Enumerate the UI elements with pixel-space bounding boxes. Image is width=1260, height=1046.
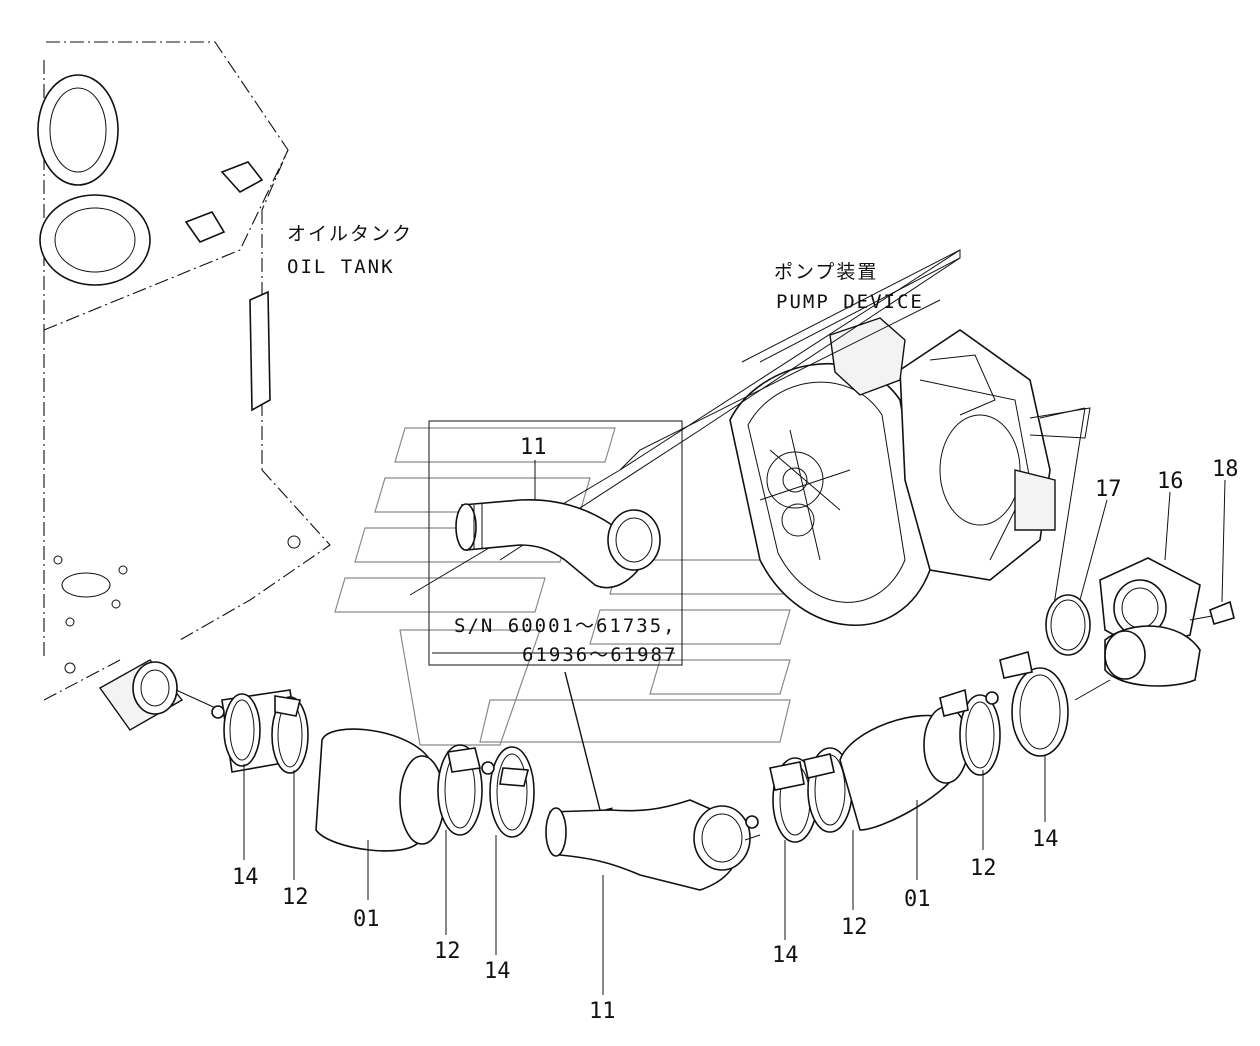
callout-12-center-left: 12 [434,939,461,964]
callout-14-left: 14 [232,865,259,890]
callout-14-center-left: 14 [484,959,511,984]
callout-16: 16 [1157,469,1184,494]
oil-tank-label-en: OIL TANK [287,256,395,278]
callout-14-right: 14 [1032,827,1059,852]
pump-device-label-jp: ポンプ装置 [774,261,878,283]
callout-11-main: 11 [589,999,616,1024]
left-hose-group [211,689,535,852]
pump-device-label-en: PUMP DEVICE [776,291,924,313]
callout-01-right: 01 [904,887,931,912]
flange-assembly [1045,557,1235,687]
serial-number-line1: S/N 60001～61735, [454,615,677,637]
right-hose-group [745,650,1111,843]
callout-12-right: 12 [970,856,997,881]
pump-device [729,249,1091,631]
callout-leaders [243,479,1226,995]
callout-18: 18 [1212,457,1239,482]
serial-number-line2: 61936～61987 [522,644,677,666]
callout-14-center-right: 14 [772,943,799,968]
callout-17: 17 [1095,477,1122,502]
watermark-logo [334,427,811,746]
oil-tank [37,41,331,731]
callout-12-center-right: 12 [841,915,868,940]
inset-box [428,420,683,666]
bent-pipe [545,799,761,891]
callout-inset-11: 11 [520,435,547,460]
callout-01-left: 01 [353,907,380,932]
callout-12-left: 12 [282,885,309,910]
oil-tank-label-jp: オイルタンク [287,223,413,245]
